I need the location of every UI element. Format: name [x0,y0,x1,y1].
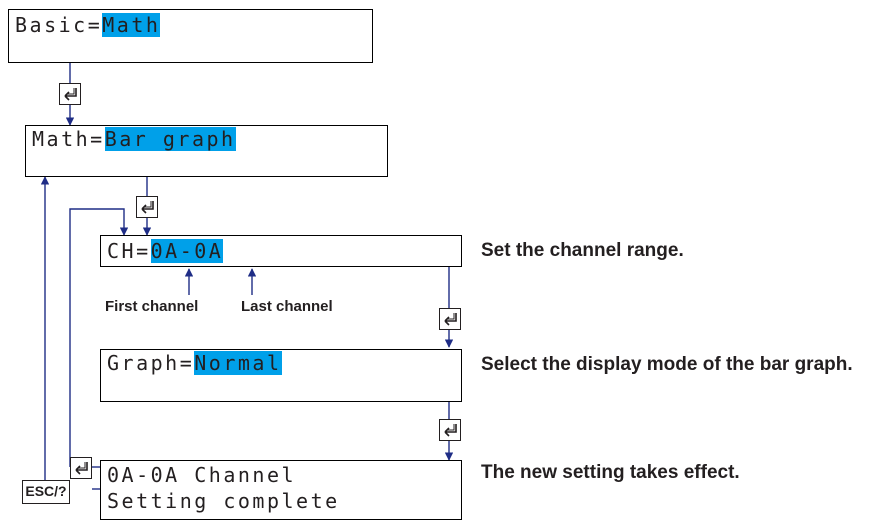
basic-screen: Basic=Math [8,9,373,63]
enter-key-icon [141,201,154,214]
enter-key-icon [444,313,457,326]
basic-value: Math [102,13,161,37]
graph-label: Graph= [107,351,195,375]
enter-key-2[interactable] [136,196,158,218]
complete-line-2: Setting complete [107,489,340,513]
channel-value: 0A-0A [150,239,224,263]
graph-screen: Graph=Normal [100,349,462,402]
enter-key-3[interactable] [439,308,461,330]
channel-description: Set the channel range. [481,240,684,261]
channel-screen: CH=0A-0A [100,235,462,267]
complete-description: The new setting takes effect. [481,462,740,483]
enter-key-icon [75,462,88,475]
basic-label: Basic= [15,13,103,37]
complete-screen: 0A-0A Channel Setting complete [100,460,462,520]
esc-key[interactable]: ESC/? [22,480,70,504]
first-channel-label: First channel [105,298,199,315]
complete-line-1: 0A-0A Channel [107,463,297,487]
math-label: Math= [32,127,105,151]
last-channel-label: Last channel [241,298,333,315]
channel-label: CH= [107,239,151,263]
enter-key-icon [444,424,457,437]
graph-value: Normal [194,351,282,375]
enter-key-4[interactable] [439,419,461,441]
math-value: Bar graph [104,127,236,151]
enter-key-1[interactable] [59,83,81,105]
graph-description: Select the display mode of the bar graph… [481,354,853,375]
enter-key-icon [64,88,77,101]
enter-key-5[interactable] [70,457,92,479]
math-screen: Math=Bar graph [25,125,388,177]
